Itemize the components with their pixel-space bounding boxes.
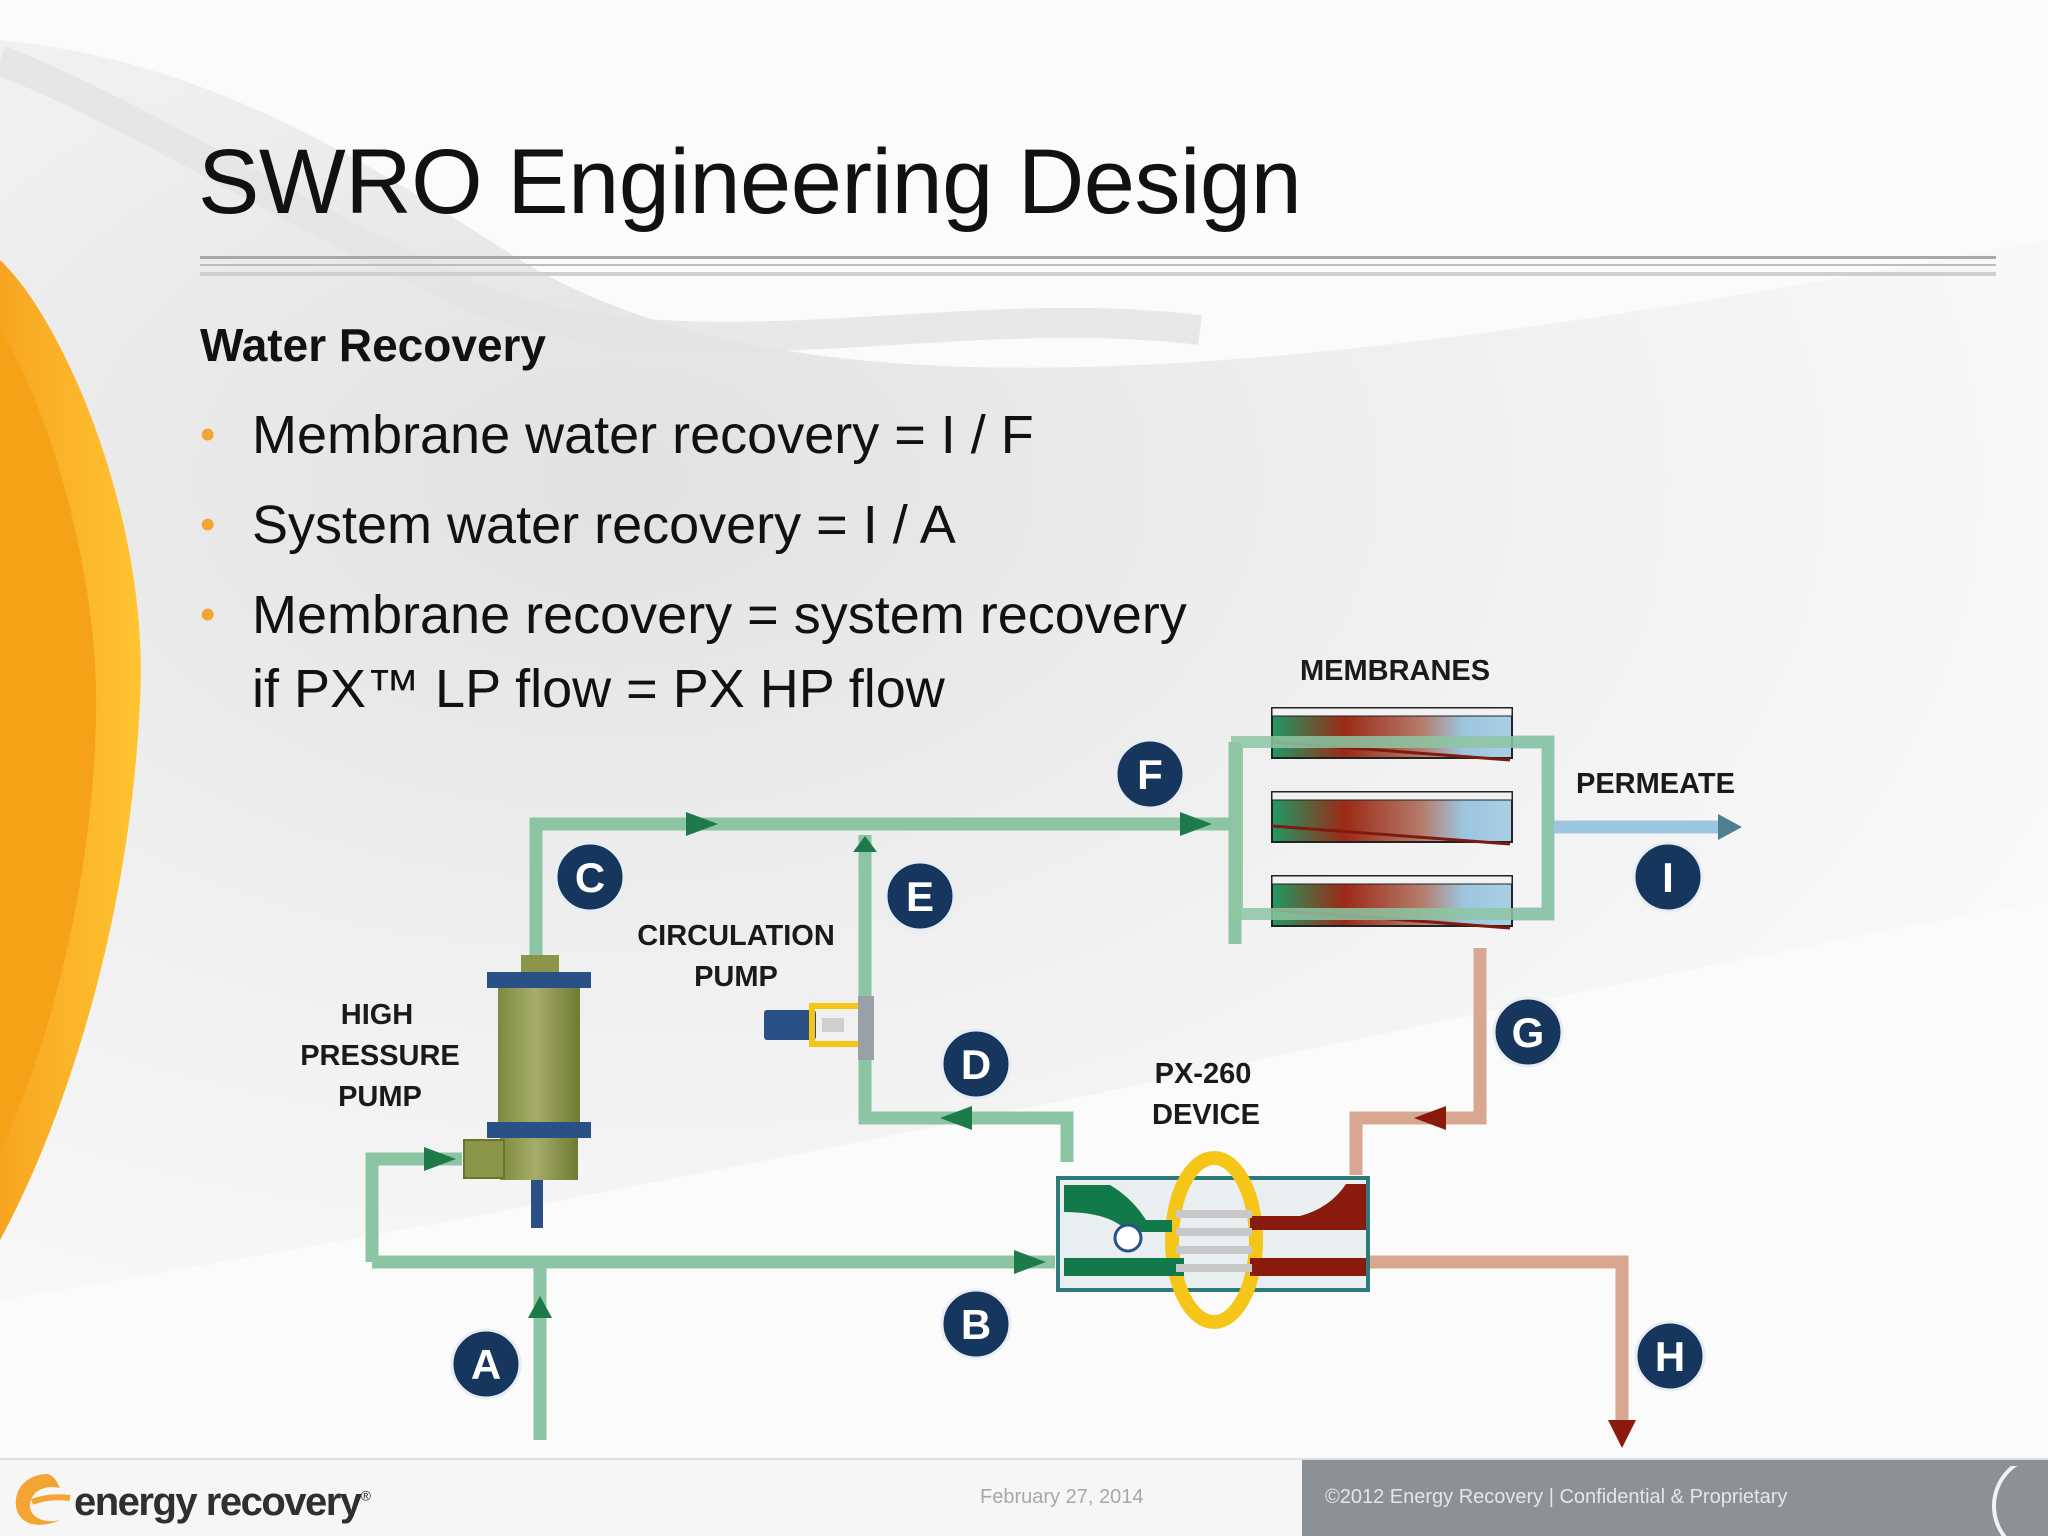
svg-text:F: F [1137,751,1163,798]
high-pressure-pump-icon [463,955,591,1228]
svg-text:E: E [906,873,934,920]
footer-date: February 27, 2014 [980,1486,1144,1508]
circulation-pump-label: PUMP [694,961,778,993]
svg-text:H: H [1655,1333,1685,1380]
point-badge-d: D [940,1028,1012,1100]
corner-ring-icon [1992,1466,2018,1536]
bullet-dot-icon: • [200,590,216,639]
bullet-text: System water recovery = I / A [252,495,956,555]
membranes-label: MEMBRANES [1300,655,1490,687]
point-badge-i: I [1632,841,1704,913]
svg-text:C: C [575,854,605,901]
px-device-label: DEVICE [1152,1099,1260,1131]
svg-text:I: I [1662,854,1674,901]
bullet-text: Membrane recovery = system recovery [252,585,1187,645]
bullet-text-continuation: if PX™ LP flow = PX HP flow [252,659,945,719]
bullet-item: • Membrane recovery = system recovery if P… [200,578,1187,726]
footer-copyright-panel [1302,1460,2048,1536]
footer-bar [0,1460,1305,1536]
bullet-dot-icon: • [200,500,216,549]
flow-arrows [424,812,1212,1318]
membrane-bank [1231,707,1554,930]
svg-text:G: G [1512,1009,1545,1056]
arrow-right-icon [1014,1250,1046,1274]
hp-pump-label: PUMP [338,1081,422,1113]
circulation-pump-label: CIRCULATION [637,920,835,952]
pipe-h-reject [1366,1255,1629,1430]
footer-copyright: ©2012 Energy Recovery | Confidential & P… [1325,1486,1788,1508]
arrow-right-icon [686,812,718,836]
point-badge-b: B [940,1288,1012,1360]
hp-pump-label: HIGH [341,999,414,1031]
permeate-label: PERMEATE [1576,768,1735,800]
point-badge-a: A [450,1328,522,1400]
px-device-label: PX-260 [1155,1058,1252,1090]
bullet-dot-icon: • [200,410,216,459]
circulation-pump-icon [764,996,874,1060]
arrow-up-icon [528,1296,552,1318]
point-badge-g: G [1492,996,1564,1068]
arrow-right-icon [424,1147,456,1171]
bullet-text: Membrane water recovery = I / F [252,405,1034,465]
arrow-up-icon [853,836,877,852]
arrow-right-icon [1180,812,1212,836]
brine-pipes [1349,948,1629,1430]
point-badge-h: H [1634,1320,1706,1392]
slide-title: SWRO Engineering Design [198,131,1302,233]
point-badge-f: F [1114,738,1186,810]
svg-text:A: A [471,1341,501,1388]
point-badge-c: C [554,841,626,913]
svg-text:D: D [961,1041,991,1088]
arrow-left-icon [940,1106,972,1130]
pipe-g-brine [1349,948,1487,1175]
arrow-left-icon [1414,1106,1446,1130]
svg-text:B: B [961,1301,991,1348]
permeate-arrow-icon [1718,814,1742,840]
px-pressure-exchanger-icon [1056,1151,1370,1329]
arrow-down-icon [1608,1420,1636,1448]
hp-pump-label: PRESSURE [300,1040,460,1072]
point-badge-e: E [884,860,956,932]
bullet-item: • System water recovery = I / A [200,488,956,562]
logo-wordmark: energy recovery® [74,1480,371,1524]
pipe-c-hp-discharge [529,817,1235,960]
section-subtitle: Water Recovery [200,319,547,371]
bullet-item: • Membrane water recovery = I / F [200,398,1034,472]
pipe-hp-inlet [365,1152,462,1262]
energy-recovery-logo [15,1474,71,1525]
